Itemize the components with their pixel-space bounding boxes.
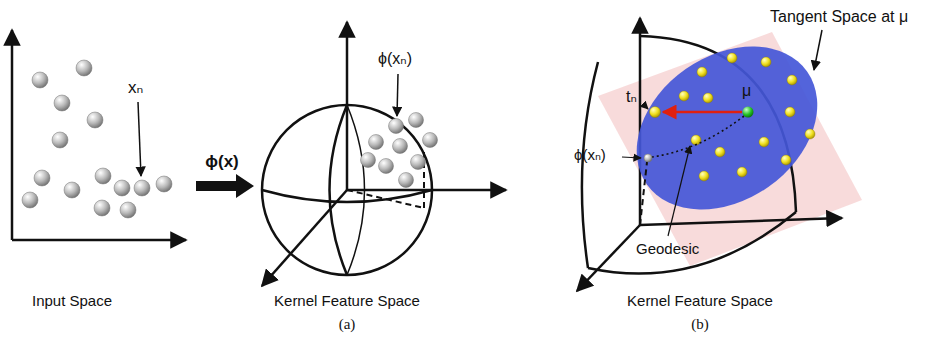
tangent-points (805, 129, 815, 139)
mapped-points (409, 113, 424, 128)
data-points (64, 182, 80, 198)
data-points (95, 168, 111, 184)
feature-sphere (347, 189, 506, 192)
projection-lines (347, 190, 424, 208)
figure-label: tₙ (626, 88, 637, 106)
tangent-points (650, 53, 816, 181)
mapped-points (393, 139, 408, 154)
figure-label: Kernel Feature Space (627, 292, 773, 309)
feature-sphere (330, 105, 348, 275)
data-region (605, 13, 848, 243)
geodesic-lines (640, 162, 647, 225)
pointer-arrow (622, 157, 641, 158)
input-axes (12, 239, 186, 242)
feature-sphere (262, 22, 506, 286)
pointer-arrow (643, 104, 648, 109)
mapped-points (379, 159, 394, 174)
tangent-points (703, 93, 713, 103)
pointer-arrow (138, 102, 141, 176)
input-axes (12, 30, 186, 240)
data-points (32, 72, 48, 88)
mapped-points (399, 173, 414, 188)
pointer-arrow (668, 146, 690, 236)
tangent-points (715, 147, 725, 157)
figure-label: (b) (691, 316, 709, 333)
data-points (52, 132, 68, 148)
figure-label: μ (742, 82, 751, 100)
mapped-point (644, 154, 652, 162)
tangent-points (691, 135, 701, 145)
sphere-octant (640, 218, 842, 225)
tangent-points (697, 67, 707, 77)
input-axes (11, 30, 14, 240)
geodesic-lines (640, 116, 744, 225)
feature-sphere (346, 22, 349, 190)
log-map-arrow (663, 111, 742, 114)
data-points (76, 60, 92, 76)
data-points (54, 95, 70, 111)
data-points (134, 180, 150, 196)
sphere-octant (639, 18, 642, 225)
figure-label: ϕ(xₙ) (574, 146, 606, 163)
data-points (114, 180, 130, 196)
geodesic-lines (652, 116, 744, 157)
tangent-points (699, 171, 709, 181)
mapped-points (361, 113, 438, 188)
mapped-points (369, 135, 384, 150)
sphere-octant (582, 62, 598, 268)
tangent-points (787, 75, 797, 85)
mapped-points (423, 133, 438, 148)
data-points (120, 202, 136, 218)
tangent-points (737, 167, 747, 177)
figure-label: Input Space (32, 292, 112, 309)
pointer-arrow (397, 74, 398, 116)
feature-sphere (262, 190, 347, 286)
mapped-points (389, 119, 404, 134)
figure-label: ϕ(xₙ) (378, 50, 412, 68)
tangent-points (679, 91, 689, 101)
mean-point (743, 107, 754, 118)
figure-label: Kernel Feature Space (274, 292, 420, 309)
figure-label: xₙ (128, 78, 143, 98)
tangent-points (761, 57, 771, 67)
data-points (87, 112, 103, 128)
tangent-points (759, 137, 769, 147)
tangent-points (727, 53, 737, 63)
figure-label: ϕ(x) (205, 152, 239, 172)
pointer-arrow (814, 30, 822, 70)
tangent-points (650, 107, 661, 118)
data-points (156, 176, 172, 192)
tangent-points (781, 155, 791, 165)
data-points (22, 192, 38, 208)
data-points (94, 200, 110, 216)
figure-label: Geodesic (636, 240, 699, 257)
data-points (22, 60, 172, 218)
figure-label: Tangent Space at μ (770, 8, 908, 26)
tangent-points (785, 107, 795, 117)
mapped-points (411, 155, 426, 170)
figure-label: (a) (339, 316, 356, 333)
mapped-points (361, 153, 376, 168)
sphere-octant (588, 212, 796, 274)
mapping-arrow (196, 174, 254, 198)
data-points (34, 170, 50, 186)
